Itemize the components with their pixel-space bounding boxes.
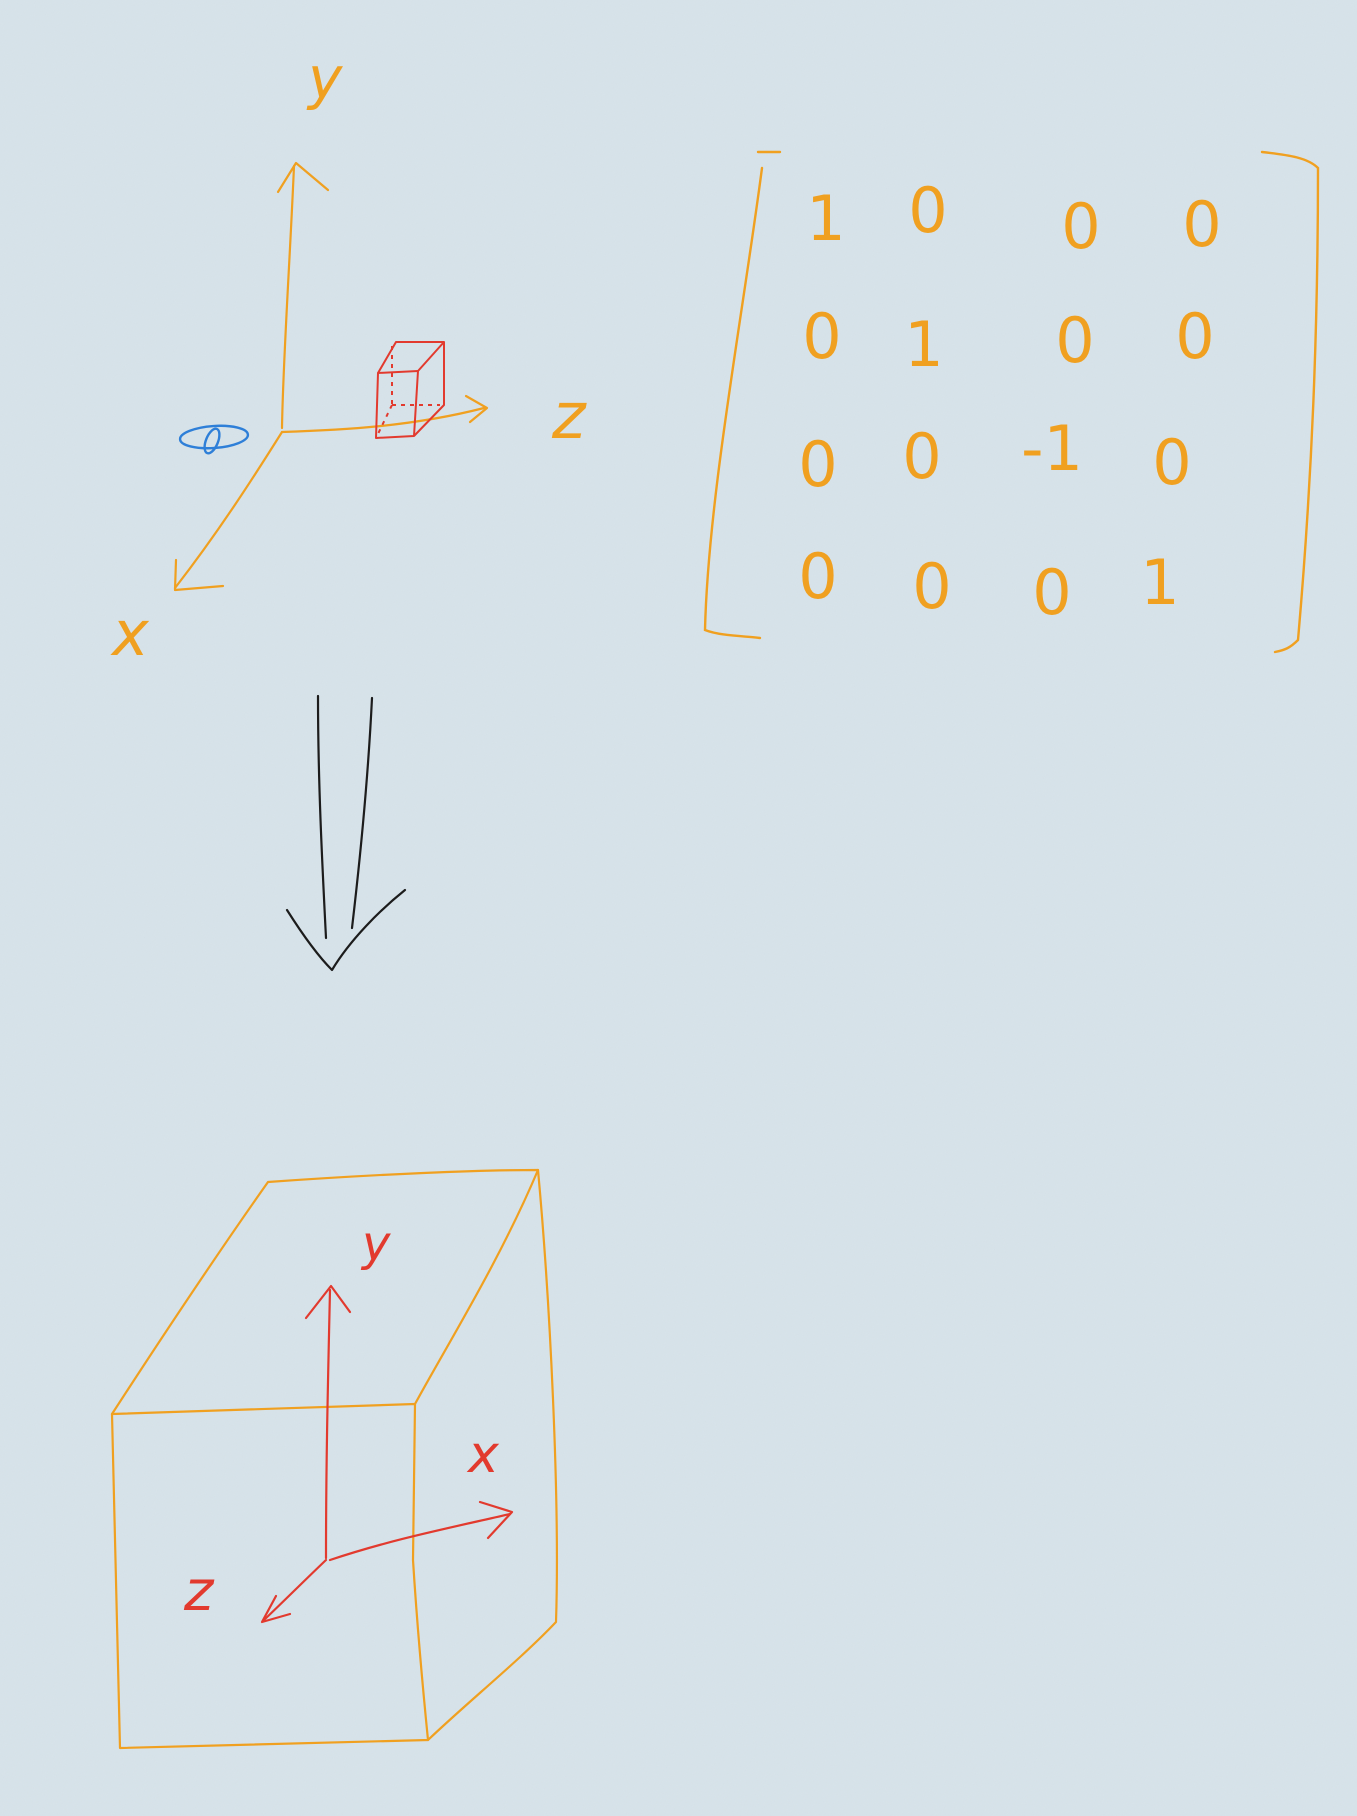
bottom-y-label: y (360, 1216, 391, 1272)
down-double-arrow (285, 694, 407, 972)
matrix-cell: 0 (908, 174, 947, 247)
matrix-cell: 0 (1152, 426, 1191, 499)
bottom-z-arrowhead (260, 1594, 292, 1624)
box-right-face (426, 1168, 558, 1742)
top-x-axis (173, 430, 284, 590)
matrix-cell: 0 (798, 428, 837, 501)
matrix-cell: 0 (1175, 300, 1214, 373)
matrix-cell: 0 (912, 550, 951, 623)
bottom-y-arrowhead (304, 1284, 352, 1320)
matrix-cell: -1 (1021, 412, 1083, 485)
matrix-cell: 0 (1061, 190, 1100, 263)
matrix-cell: 0 (902, 420, 941, 493)
matrix-brackets (703, 150, 1320, 654)
matrix-cell: 0 (1032, 556, 1071, 629)
big-box (110, 1168, 558, 1750)
small-cube-icon (375, 341, 445, 439)
matrix-left-bracket (703, 150, 782, 640)
bottom-z-axis (262, 1558, 328, 1622)
matrix-cell: 0 (1055, 304, 1094, 377)
top-y-axis (280, 164, 296, 430)
matrix-cell: 1 (1140, 546, 1179, 619)
top-x-arrowhead (173, 558, 225, 592)
bottom-z-label: z (183, 1559, 215, 1624)
top-y-label: y (306, 44, 343, 112)
bottom-x-arrowhead (478, 1500, 514, 1540)
matrix-cell: 0 (798, 540, 837, 613)
bottom-x-label: x (466, 1425, 500, 1485)
matrix-cell: 0 (802, 300, 841, 373)
matrix: 1 0 0 0 0 1 0 0 0 0 -1 0 0 0 0 1 (798, 174, 1221, 629)
bottom-axes (260, 1284, 514, 1624)
matrix-right-bracket (1260, 150, 1320, 654)
matrix-cell: 1 (806, 182, 845, 255)
bottom-y-axis (324, 1288, 332, 1560)
top-z-arrowhead (464, 394, 489, 424)
matrix-cell: 1 (904, 308, 943, 381)
bottom-x-axis (328, 1512, 512, 1562)
top-x-label: x (110, 597, 150, 670)
eye-icon (178, 424, 250, 455)
box-top-face (110, 1168, 540, 1416)
box-front-face (110, 1402, 430, 1750)
top-z-label: z (551, 380, 587, 454)
matrix-cell: 0 (1182, 188, 1221, 261)
top-y-arrowhead (276, 161, 330, 194)
